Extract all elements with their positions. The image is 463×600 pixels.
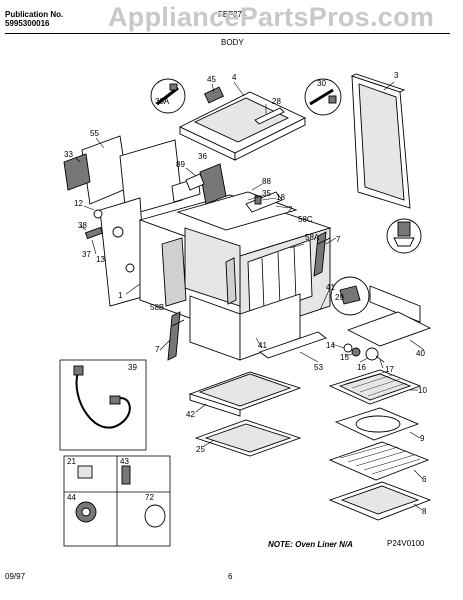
footer-date: 09/97	[5, 572, 26, 581]
publication-number: 5995300016	[5, 19, 50, 28]
callout-1: 1	[118, 291, 123, 300]
leveling-leg	[386, 218, 422, 254]
callout-18: 18	[276, 193, 285, 202]
bracket-detail-29	[330, 276, 370, 316]
callout-53: 53	[314, 363, 323, 372]
callout-21: 21	[67, 457, 76, 466]
header-rule	[5, 33, 450, 34]
callout-8: 8	[422, 507, 427, 516]
callout-10: 10	[418, 386, 427, 395]
callout-29: 29	[335, 293, 344, 302]
callout-14: 14	[326, 341, 335, 350]
broiler-pan	[328, 369, 422, 405]
callout-36: 36	[198, 152, 207, 161]
small-parts-inset	[63, 455, 171, 547]
callout-35: 35	[262, 189, 271, 198]
element-30-detail	[304, 78, 342, 116]
callout-39: 39	[128, 363, 137, 372]
callout-12: 12	[74, 199, 83, 208]
element-30a-detail	[150, 78, 186, 114]
callout-55: 55	[90, 129, 99, 138]
callout-15: 15	[340, 353, 349, 362]
hinge-right	[313, 231, 331, 277]
callout-37: 37	[82, 250, 91, 259]
callout-9: 9	[420, 434, 425, 443]
broiler-grid	[334, 407, 420, 441]
callout-2: 2	[288, 205, 293, 214]
callout-43: 43	[120, 457, 129, 466]
insulation	[161, 237, 237, 307]
watermark: AppliancePartsPros.com	[108, 2, 435, 32]
power-cord-inset	[59, 359, 147, 451]
oven-liner-note: NOTE: Oven Liner N/A	[268, 540, 353, 549]
callout-6: 6	[422, 475, 427, 484]
oven-rack	[328, 441, 430, 481]
callout-38: 38	[78, 221, 87, 230]
callout-88: 88	[262, 177, 271, 186]
callout-17: 17	[385, 365, 394, 374]
callout-16: 16	[357, 363, 366, 372]
callout-58b: 58B	[150, 303, 164, 312]
callout-7-right: 7	[336, 235, 341, 244]
page-number: 6	[228, 572, 233, 581]
leader-lines	[75, 81, 425, 511]
callout-30a: 30A	[155, 97, 170, 106]
callout-25: 25	[196, 445, 205, 454]
callout-30: 30	[317, 79, 326, 88]
callout-7-left: 7	[155, 345, 160, 354]
callout-41-right: 41	[326, 283, 335, 292]
publication-label: Publication No.	[5, 10, 64, 19]
hinge-left	[167, 311, 185, 361]
top-panel	[178, 86, 307, 161]
callout-41-left: 41	[258, 341, 267, 350]
section-title: BODY	[221, 38, 244, 47]
callout-58a: 58A	[305, 233, 320, 242]
callout-labels: 45 4 30 28 30A 3 55 33 89 36 88 35 12 13…	[64, 71, 427, 516]
callout-58c: 58C	[298, 215, 313, 224]
callout-45: 45	[207, 75, 216, 84]
callout-72: 72	[145, 493, 154, 502]
drawer-rail	[259, 285, 432, 359]
callout-28: 28	[272, 97, 281, 106]
model-number: FEF374	[218, 10, 247, 19]
storage-drawer	[188, 371, 302, 417]
diagram-code: P24V0100	[387, 539, 425, 548]
callout-42: 42	[186, 410, 195, 419]
oven-bottom	[328, 481, 432, 521]
side-panel-assembly	[63, 135, 183, 307]
callout-40: 40	[416, 349, 425, 358]
callout-3: 3	[394, 71, 399, 80]
callout-4: 4	[232, 73, 237, 82]
bottom-panel	[194, 419, 302, 457]
callout-89: 89	[176, 160, 185, 169]
callout-13: 13	[96, 255, 105, 264]
rear-panel	[350, 73, 411, 209]
small-hardware	[343, 343, 385, 363]
upper-brackets	[171, 163, 283, 213]
callout-33: 33	[64, 150, 73, 159]
callout-44: 44	[67, 493, 76, 502]
